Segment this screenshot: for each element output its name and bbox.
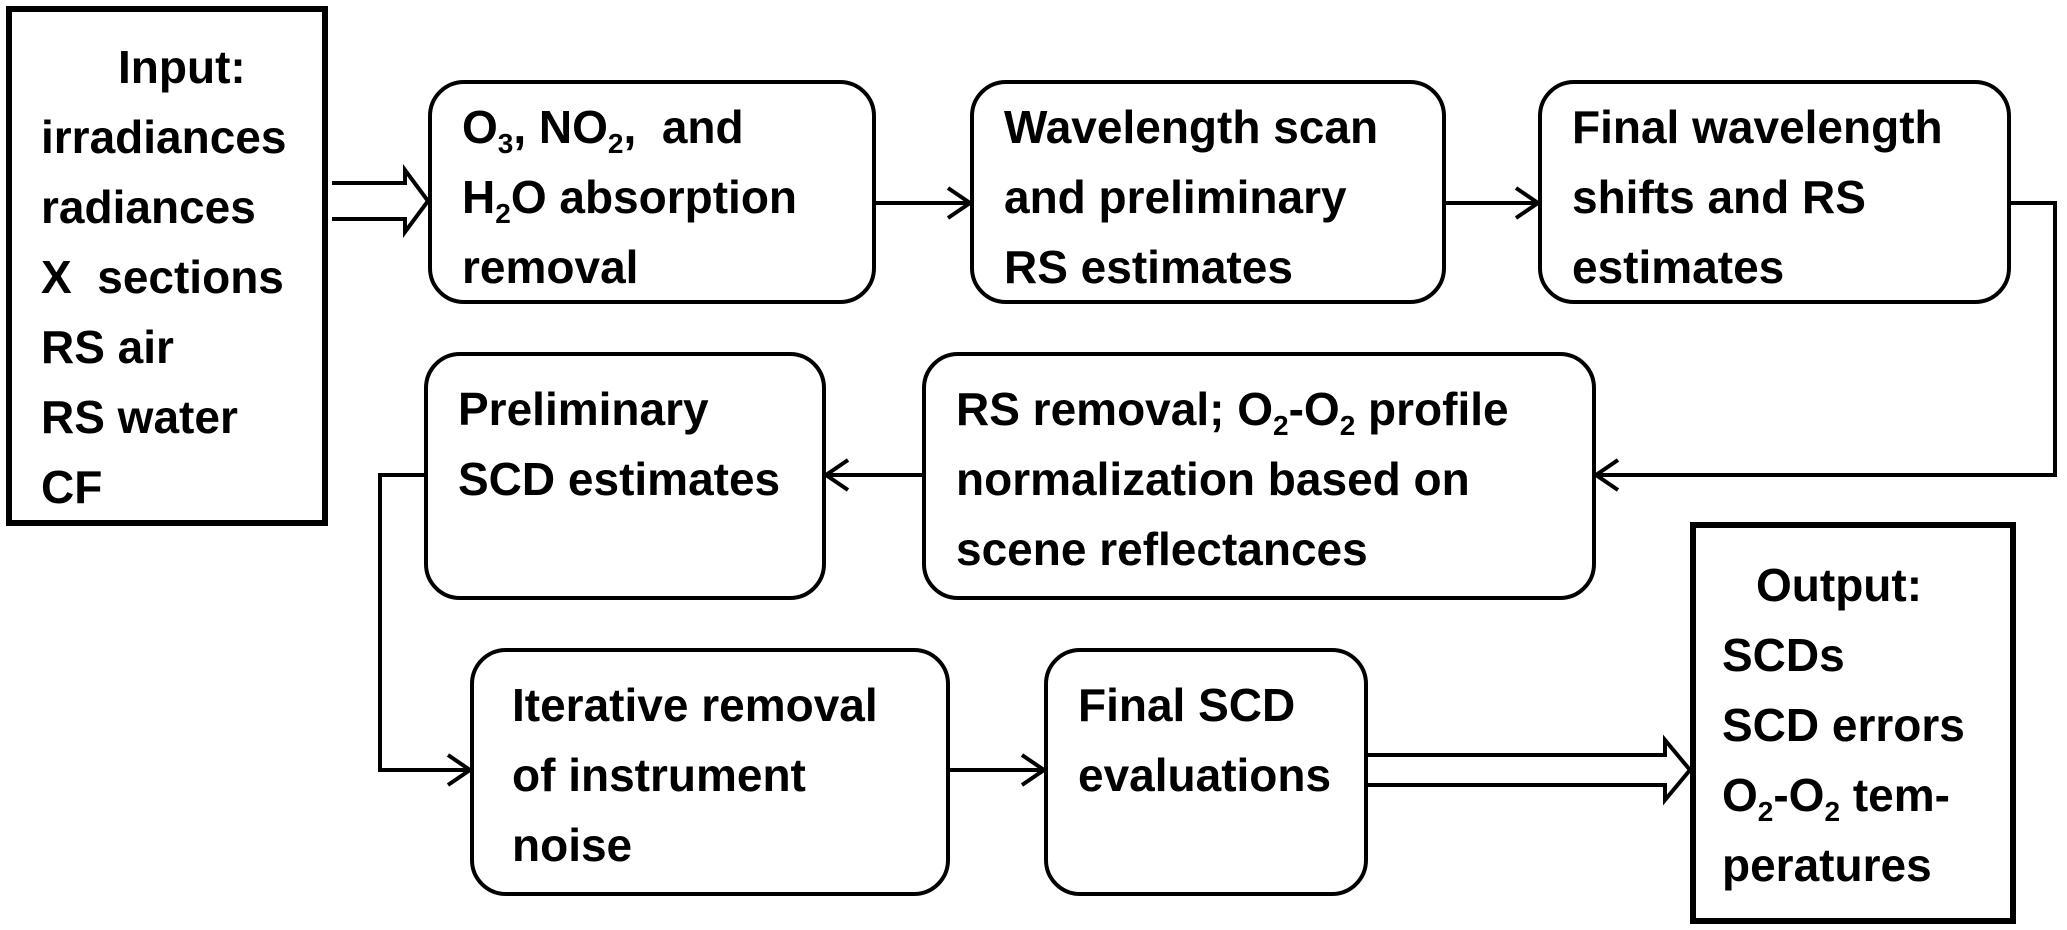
absorption-removal-box: O3, NO2, and H2O absorption removal: [428, 80, 876, 304]
absorption-line-3: removal: [462, 241, 639, 293]
output-title: Output:: [1756, 559, 1923, 611]
wavelength-scan-line: Wavelength scan: [1004, 101, 1379, 153]
absorption-line-1: O3, NO2, and: [462, 101, 744, 159]
wavelength-scan-box: Wavelength scan and preliminary RS estim…: [970, 80, 1446, 304]
final-scd-line: Final SCD: [1078, 679, 1296, 731]
iterative-removal-box: Iterative removal of instrument noise: [470, 648, 950, 896]
input-box: Input: irradiances radiances X sections …: [6, 6, 328, 526]
arrow-rs-removal-to-preliminary-scd: [822, 458, 922, 492]
input-item: radiances: [41, 181, 256, 233]
input-item: irradiances: [41, 111, 287, 163]
arrow-final-shifts-to-rs-removal: [1592, 201, 2057, 492]
rs-removal-line-1: RS removal; O2-O2 profile: [956, 383, 1509, 441]
arrow-iterative-removal-to-final-scd: [950, 753, 1048, 787]
rs-removal-box: RS removal; O2-O2 profile normalization …: [922, 352, 1596, 600]
iterative-removal-line: noise: [512, 819, 633, 871]
preliminary-scd-line: SCD estimates: [458, 453, 781, 505]
rs-removal-line-2: normalization based on: [956, 453, 1470, 505]
preliminary-scd-line: Preliminary: [458, 383, 709, 435]
output-item: peratures: [1722, 839, 1932, 891]
final-scd-line: evaluations: [1078, 749, 1332, 801]
arrow-wavelength-scan-to-final-shifts: [1446, 186, 1542, 220]
input-item: CF: [41, 461, 103, 513]
input-title: Input:: [118, 41, 246, 93]
arrow-input-to-absorption: [332, 163, 431, 239]
final-shifts-line: Final wavelength: [1572, 101, 1943, 153]
final-shifts-line: shifts and RS: [1572, 171, 1866, 223]
output-item: SCD errors: [1722, 699, 1965, 751]
preliminary-scd-box: Preliminary SCD estimates: [424, 352, 826, 600]
absorption-line-2: H2O absorption: [462, 171, 798, 229]
wavelength-scan-line: RS estimates: [1004, 241, 1293, 293]
final-scd-box: Final SCD evaluations: [1044, 648, 1368, 896]
input-item: RS water: [41, 391, 238, 443]
final-shifts-line: estimates: [1572, 241, 1785, 293]
arrow-absorption-to-wavelength-scan: [876, 186, 974, 220]
input-item: X sections: [41, 251, 284, 303]
iterative-removal-line: of instrument: [512, 749, 806, 801]
output-box: Output: SCDs SCD errors O2-O2 tem- perat…: [1690, 522, 2016, 924]
arrow-final-scd-to-output: [1368, 734, 1693, 806]
iterative-removal-line: Iterative removal: [512, 679, 878, 731]
final-shifts-box: Final wavelength shifts and RS estimates: [1538, 80, 2011, 304]
rs-removal-line-3: scene reflectances: [956, 523, 1368, 575]
wavelength-scan-line: and preliminary: [1004, 171, 1347, 223]
input-item: RS air: [41, 321, 174, 373]
output-item: SCDs: [1722, 629, 1845, 681]
output-item: O2-O2 tem-: [1722, 769, 1950, 827]
